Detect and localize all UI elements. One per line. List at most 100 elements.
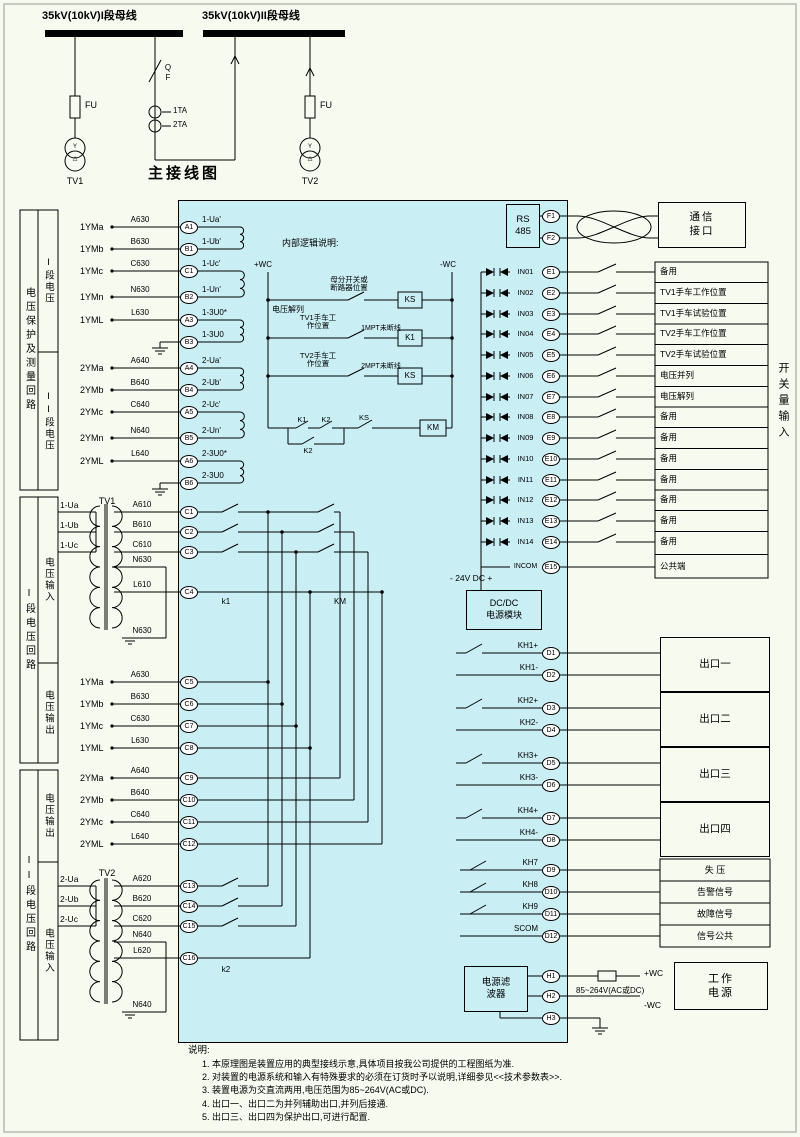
panel-sublabel: II段电压 (43, 390, 54, 452)
relay-label: KM (427, 423, 439, 432)
wire-number: A610 (132, 500, 152, 509)
terminal-B5: B5 (180, 431, 198, 445)
tv2-id-label: TV2 (301, 176, 319, 186)
input-id-label: INCOM (513, 563, 538, 570)
terminal-H2: H2 (542, 989, 560, 1003)
terminal-E8: E8 (542, 410, 560, 424)
terminal-C7: C7 (180, 719, 198, 733)
terminal-E5: E5 (542, 348, 560, 362)
terminal-C13: C13 (180, 879, 198, 893)
wire-number: A620 (132, 874, 152, 883)
terminal-C2: C2 (180, 525, 198, 539)
di-function-label: TV1手车工作位置 (660, 287, 727, 297)
wire-number: L620 (133, 946, 151, 955)
signal-label: 1-3U0 (202, 330, 224, 339)
note-item: 5. 出口三、出口四为保护出口,可进行配置. (202, 1111, 371, 1122)
terminal-D12: D12 (542, 929, 560, 943)
ext-terminal-label: 1YMa (80, 222, 104, 232)
input-id-label: IN08 (517, 412, 534, 421)
wire-number: A630 (130, 215, 150, 224)
terminal-E15: E15 (542, 560, 560, 574)
kh-label: KH3- (519, 773, 538, 782)
voltage-range-label: 85~264V(AC或DC) (576, 986, 645, 995)
winding-symbol: △ (72, 156, 78, 162)
input-id-label: IN13 (517, 516, 534, 525)
terminal-C16: C16 (180, 951, 198, 965)
signal-label: 2-Ub' (202, 378, 221, 387)
signal-label: 1-Ub' (202, 237, 221, 246)
di-function-label: TV2手车试验位置 (660, 349, 727, 359)
note-item: 2. 对装置的电源系统和输入有特殊要求的必须在订货时予以说明,详细参见<<技术参… (202, 1072, 563, 1083)
rail-minus-label: -WC (440, 260, 456, 269)
input-id-label: IN14 (517, 537, 534, 546)
terminal-C1: C1 (180, 264, 198, 278)
logic-condition: TV2手车工 作位置 (299, 351, 337, 369)
wire-number: N640 (132, 930, 152, 939)
input-id-label: IN03 (517, 309, 534, 318)
tv2-label: TV2 (98, 868, 116, 878)
signal-function-label: 失 压 (704, 865, 726, 875)
contact-label: KS (358, 413, 369, 422)
ext-terminal-label: 2YMb (80, 795, 104, 805)
kh-label: KH4+ (517, 806, 538, 815)
kh-label: KH8 (522, 880, 538, 889)
ext-terminal-label: 2YMa (80, 773, 104, 783)
contact-label: KM (334, 597, 346, 606)
signal-label: 1-Un' (202, 285, 221, 294)
working-power-box: 工作 电源 (674, 962, 768, 1010)
signal-label: 2-Ua' (202, 356, 221, 365)
terminal-E10: E10 (542, 452, 560, 466)
kh-label: KH2+ (517, 696, 538, 705)
comm-interface-box: 通信 接口 (658, 202, 746, 248)
wire-number: L640 (131, 449, 149, 458)
signal-function-label: 故障信号 (696, 909, 733, 919)
fuse-label: FU (85, 100, 97, 110)
wire-number: B630 (130, 692, 150, 701)
terminal-B1: B1 (180, 242, 198, 256)
phase-label: 2-Uc (60, 914, 78, 924)
terminal-E1: E1 (542, 265, 560, 279)
terminal-C8: C8 (180, 741, 198, 755)
wire-number: L630 (131, 736, 149, 745)
wire-number: B640 (130, 788, 150, 797)
panel-sublabel: 电压输出 (43, 690, 54, 736)
terminal-F2: F2 (542, 231, 560, 245)
wc-plus-label: +WC (644, 968, 664, 978)
kh-label: KH1+ (517, 641, 538, 650)
di-function-label: TV2手车工作位置 (660, 328, 727, 338)
wire-number: L610 (133, 580, 151, 589)
contact-label: K2 (303, 446, 313, 455)
terminal-A6: A6 (180, 454, 198, 468)
terminal-B4: B4 (180, 383, 198, 397)
input-id-label: IN04 (517, 329, 534, 338)
wire-number: L640 (131, 832, 149, 841)
terminal-B6: B6 (180, 476, 198, 490)
ext-terminal-label: 2YMa (80, 363, 104, 373)
di-function-label: 备用 (660, 494, 678, 504)
terminal-D9: D9 (542, 863, 560, 877)
di-function-label: TV1手车试验位置 (660, 308, 727, 318)
ct1-label: 1TA (173, 106, 188, 115)
di-function-label: 备用 (660, 515, 678, 525)
di-function-label: 电压解列 (660, 391, 695, 401)
wire-number: N640 (130, 426, 150, 435)
terminal-C6: C6 (180, 697, 198, 711)
terminal-C14: C14 (180, 899, 198, 913)
bus1-label: 35kV(10kV)I段母线 (42, 10, 137, 22)
wire-number: C620 (132, 914, 152, 923)
note-item: 3. 装置电源为交直流两用,电压范围为85~264V(AC或DC). (202, 1085, 429, 1096)
wire-number: B610 (132, 520, 152, 529)
signal-function-label: 告警信号 (696, 887, 733, 897)
main-diagram-title: 主接线图 (148, 165, 221, 182)
ext-terminal-label: 2YMn (80, 433, 104, 443)
terminal-C15: C15 (180, 919, 198, 933)
wire-number: A640 (130, 356, 150, 365)
outlet-box: 出口二 (660, 692, 770, 747)
terminal-D8: D8 (542, 833, 560, 847)
phase-label: 2-Ub (60, 894, 79, 904)
terminal-E3: E3 (542, 307, 560, 321)
wire-number: A640 (130, 766, 150, 775)
tv1-label: TV1 (98, 496, 116, 506)
wire-number: C610 (132, 540, 152, 549)
